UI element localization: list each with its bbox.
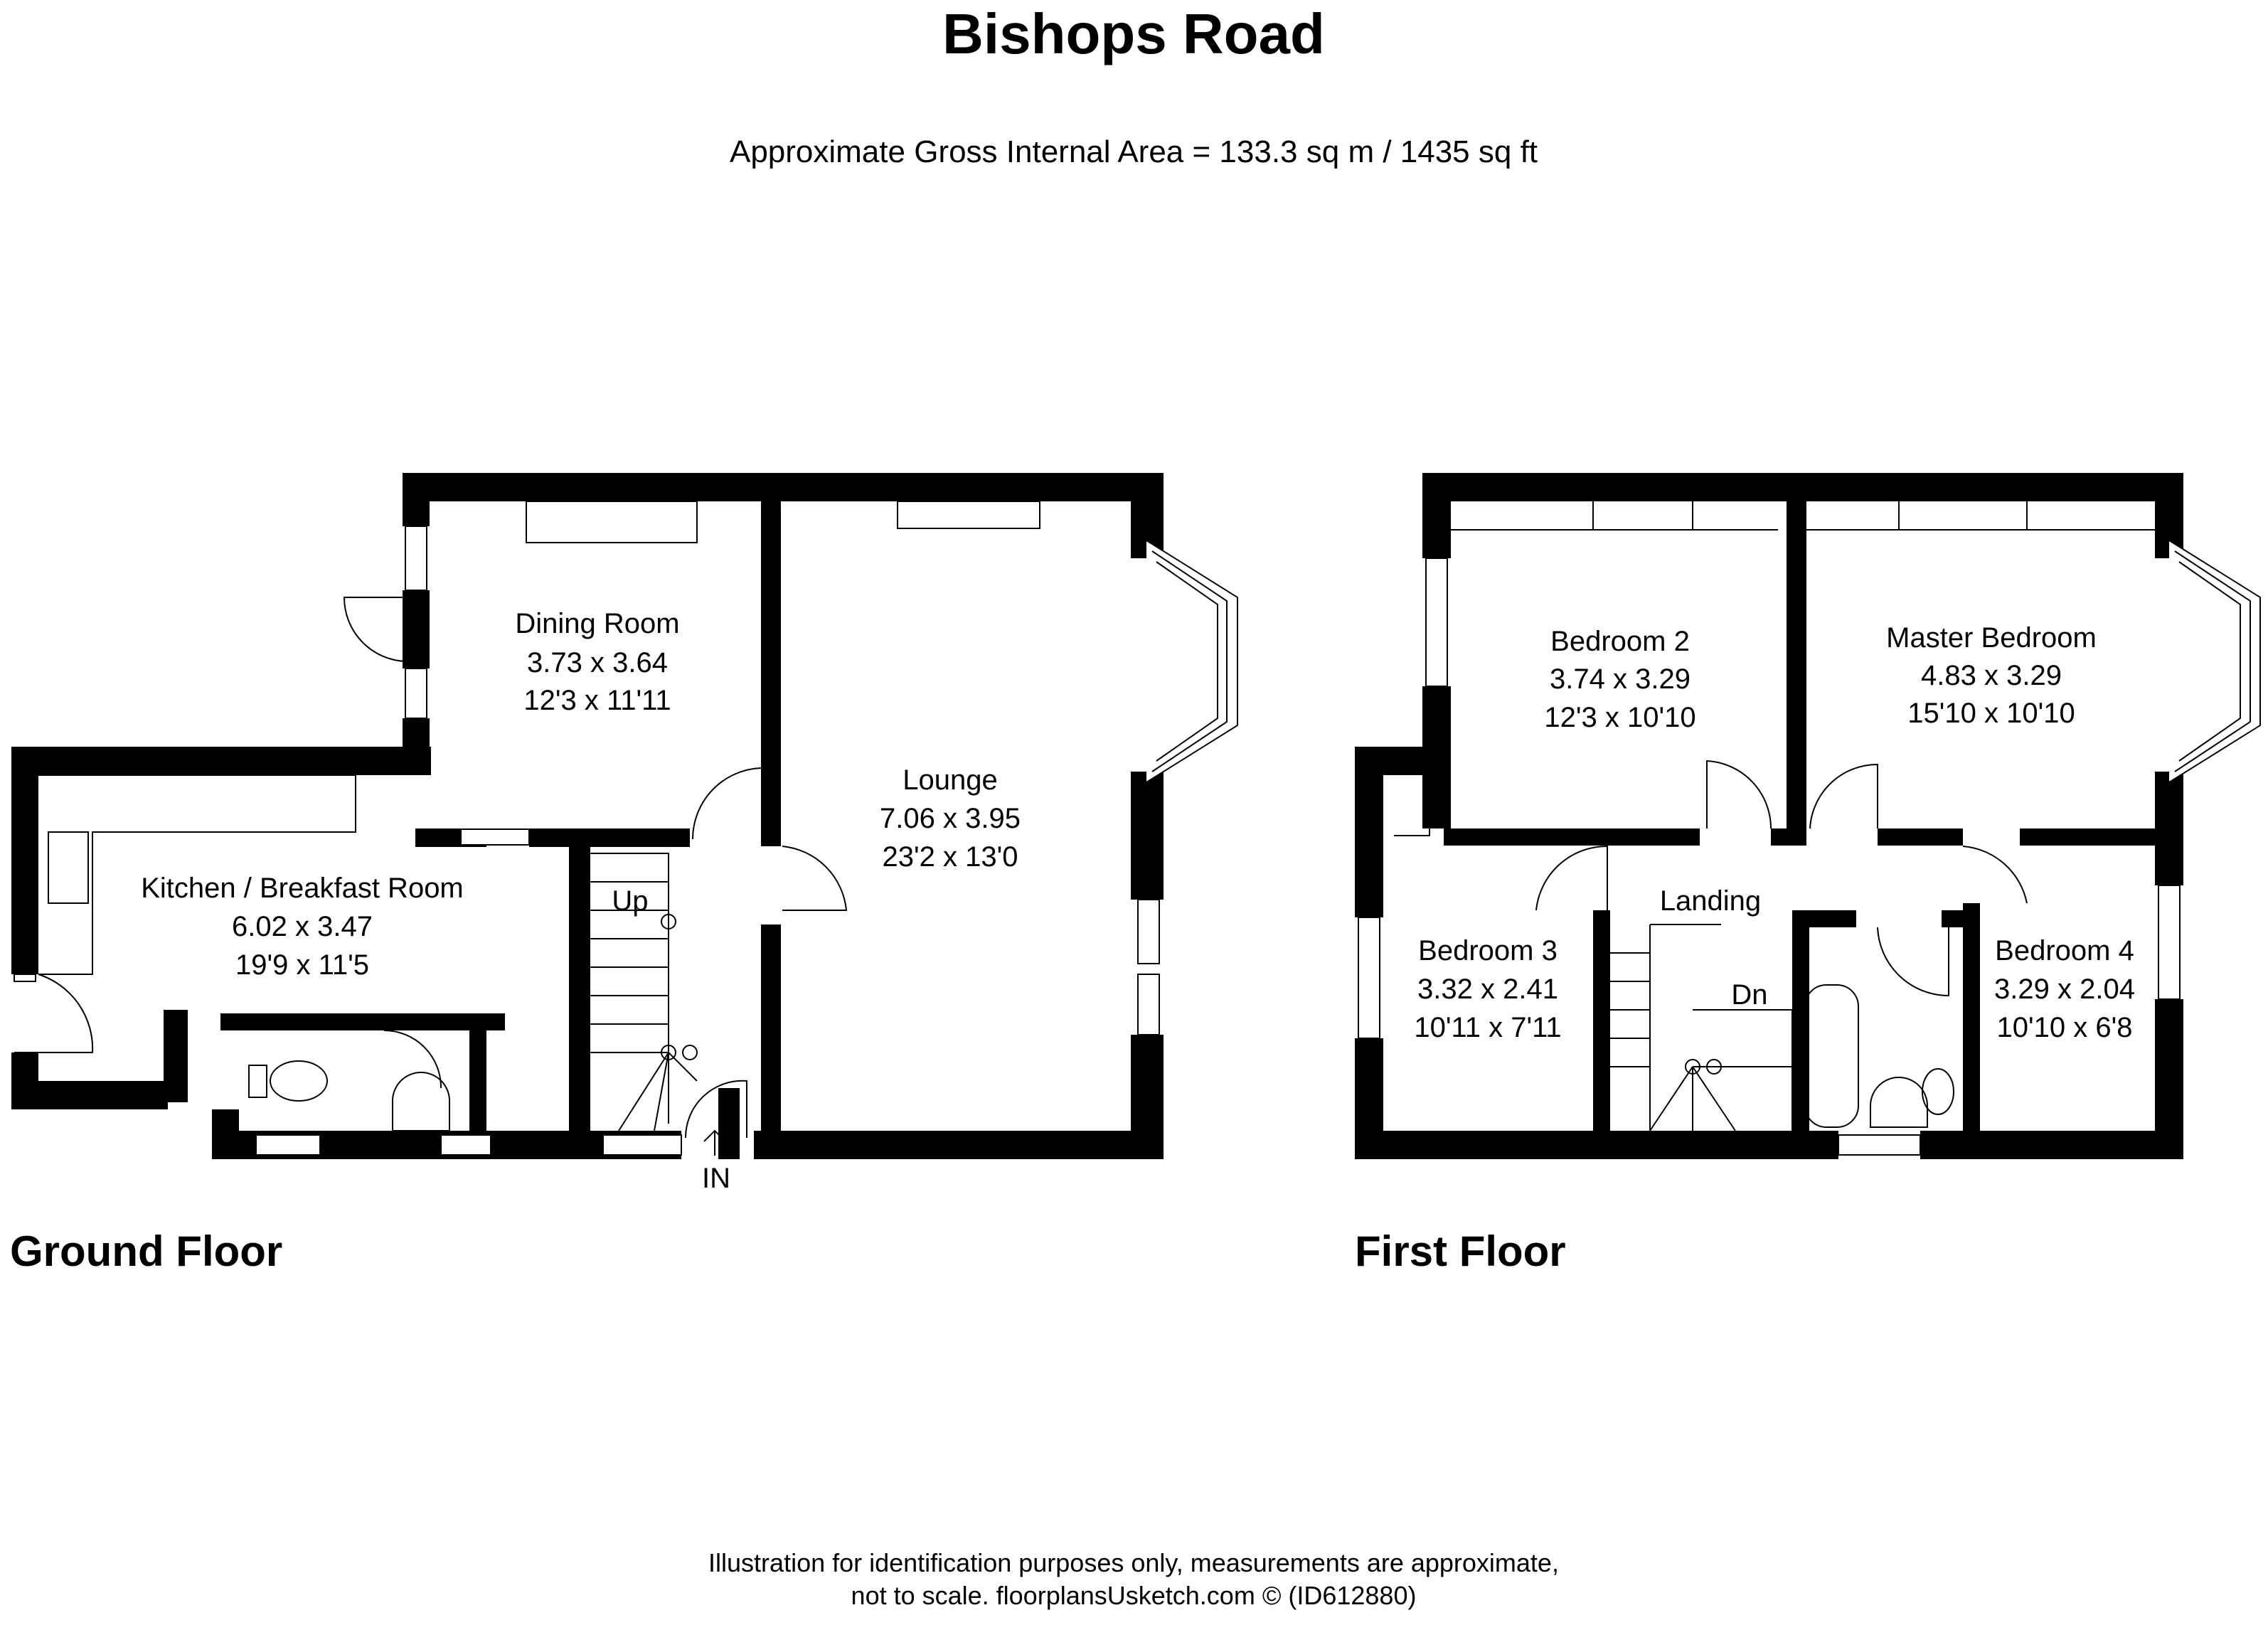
ground-floor-label: Ground Floor	[10, 1227, 282, 1275]
entrance-label: IN	[702, 1163, 730, 1194]
bedroom3-metric: 3.32 x 2.41	[1417, 974, 1558, 1005]
dining-room-name: Dining Room	[515, 608, 679, 639]
ground-floor-plan	[11, 473, 1238, 1159]
bedroom2-metric: 3.74 x 3.29	[1550, 664, 1691, 695]
disclaimer-line-2: not to scale. floorplansUsketch.com © (I…	[851, 1581, 1417, 1610]
stairs-up-label: Up	[612, 885, 648, 917]
bedroom4-imperial: 10'10 x 6'8	[1997, 1012, 2133, 1043]
bedroom3-imperial: 10'11 x 7'11	[1414, 1012, 1561, 1043]
master-bedroom-metric: 4.83 x 3.29	[1921, 660, 2062, 691]
bedroom2-imperial: 12'3 x 10'10	[1544, 702, 1695, 733]
kitchen-metric: 6.02 x 3.47	[232, 911, 373, 942]
bedroom2-name: Bedroom 2	[1550, 626, 1690, 657]
first-floor-label: First Floor	[1355, 1227, 1566, 1275]
bedroom3-name: Bedroom 3	[1418, 935, 1558, 966]
disclaimer-line-1: Illustration for identification purposes…	[708, 1548, 1559, 1577]
ground-floor-stairs	[590, 853, 698, 1131]
dining-room-metric: 3.73 x 3.64	[527, 647, 668, 678]
lounge-imperial: 23'2 x 13'0	[883, 841, 1018, 873]
master-bedroom-name: Master Bedroom	[1886, 622, 2097, 654]
gross-area: Approximate Gross Internal Area = 133.3 …	[730, 134, 1538, 169]
bedroom4-name: Bedroom 4	[1995, 935, 2134, 966]
kitchen-name: Kitchen / Breakfast Room	[141, 873, 464, 904]
master-bedroom-imperial: 15'10 x 10'10	[1907, 698, 2075, 729]
dining-room-imperial: 12'3 x 11'11	[523, 685, 671, 716]
first-floor-stairs	[1610, 924, 1793, 1131]
lounge-name: Lounge	[903, 764, 997, 796]
page-title: Bishops Road	[942, 2, 1325, 65]
first-floor-plan	[1355, 473, 2261, 1159]
landing-label: Landing	[1660, 885, 1761, 917]
kitchen-imperial: 19'9 x 11'5	[235, 949, 369, 981]
stairs-down-label: Dn	[1731, 979, 1767, 1011]
lounge-metric: 7.06 x 3.95	[880, 803, 1021, 834]
bedroom4-metric: 3.29 x 2.04	[1994, 974, 2135, 1005]
